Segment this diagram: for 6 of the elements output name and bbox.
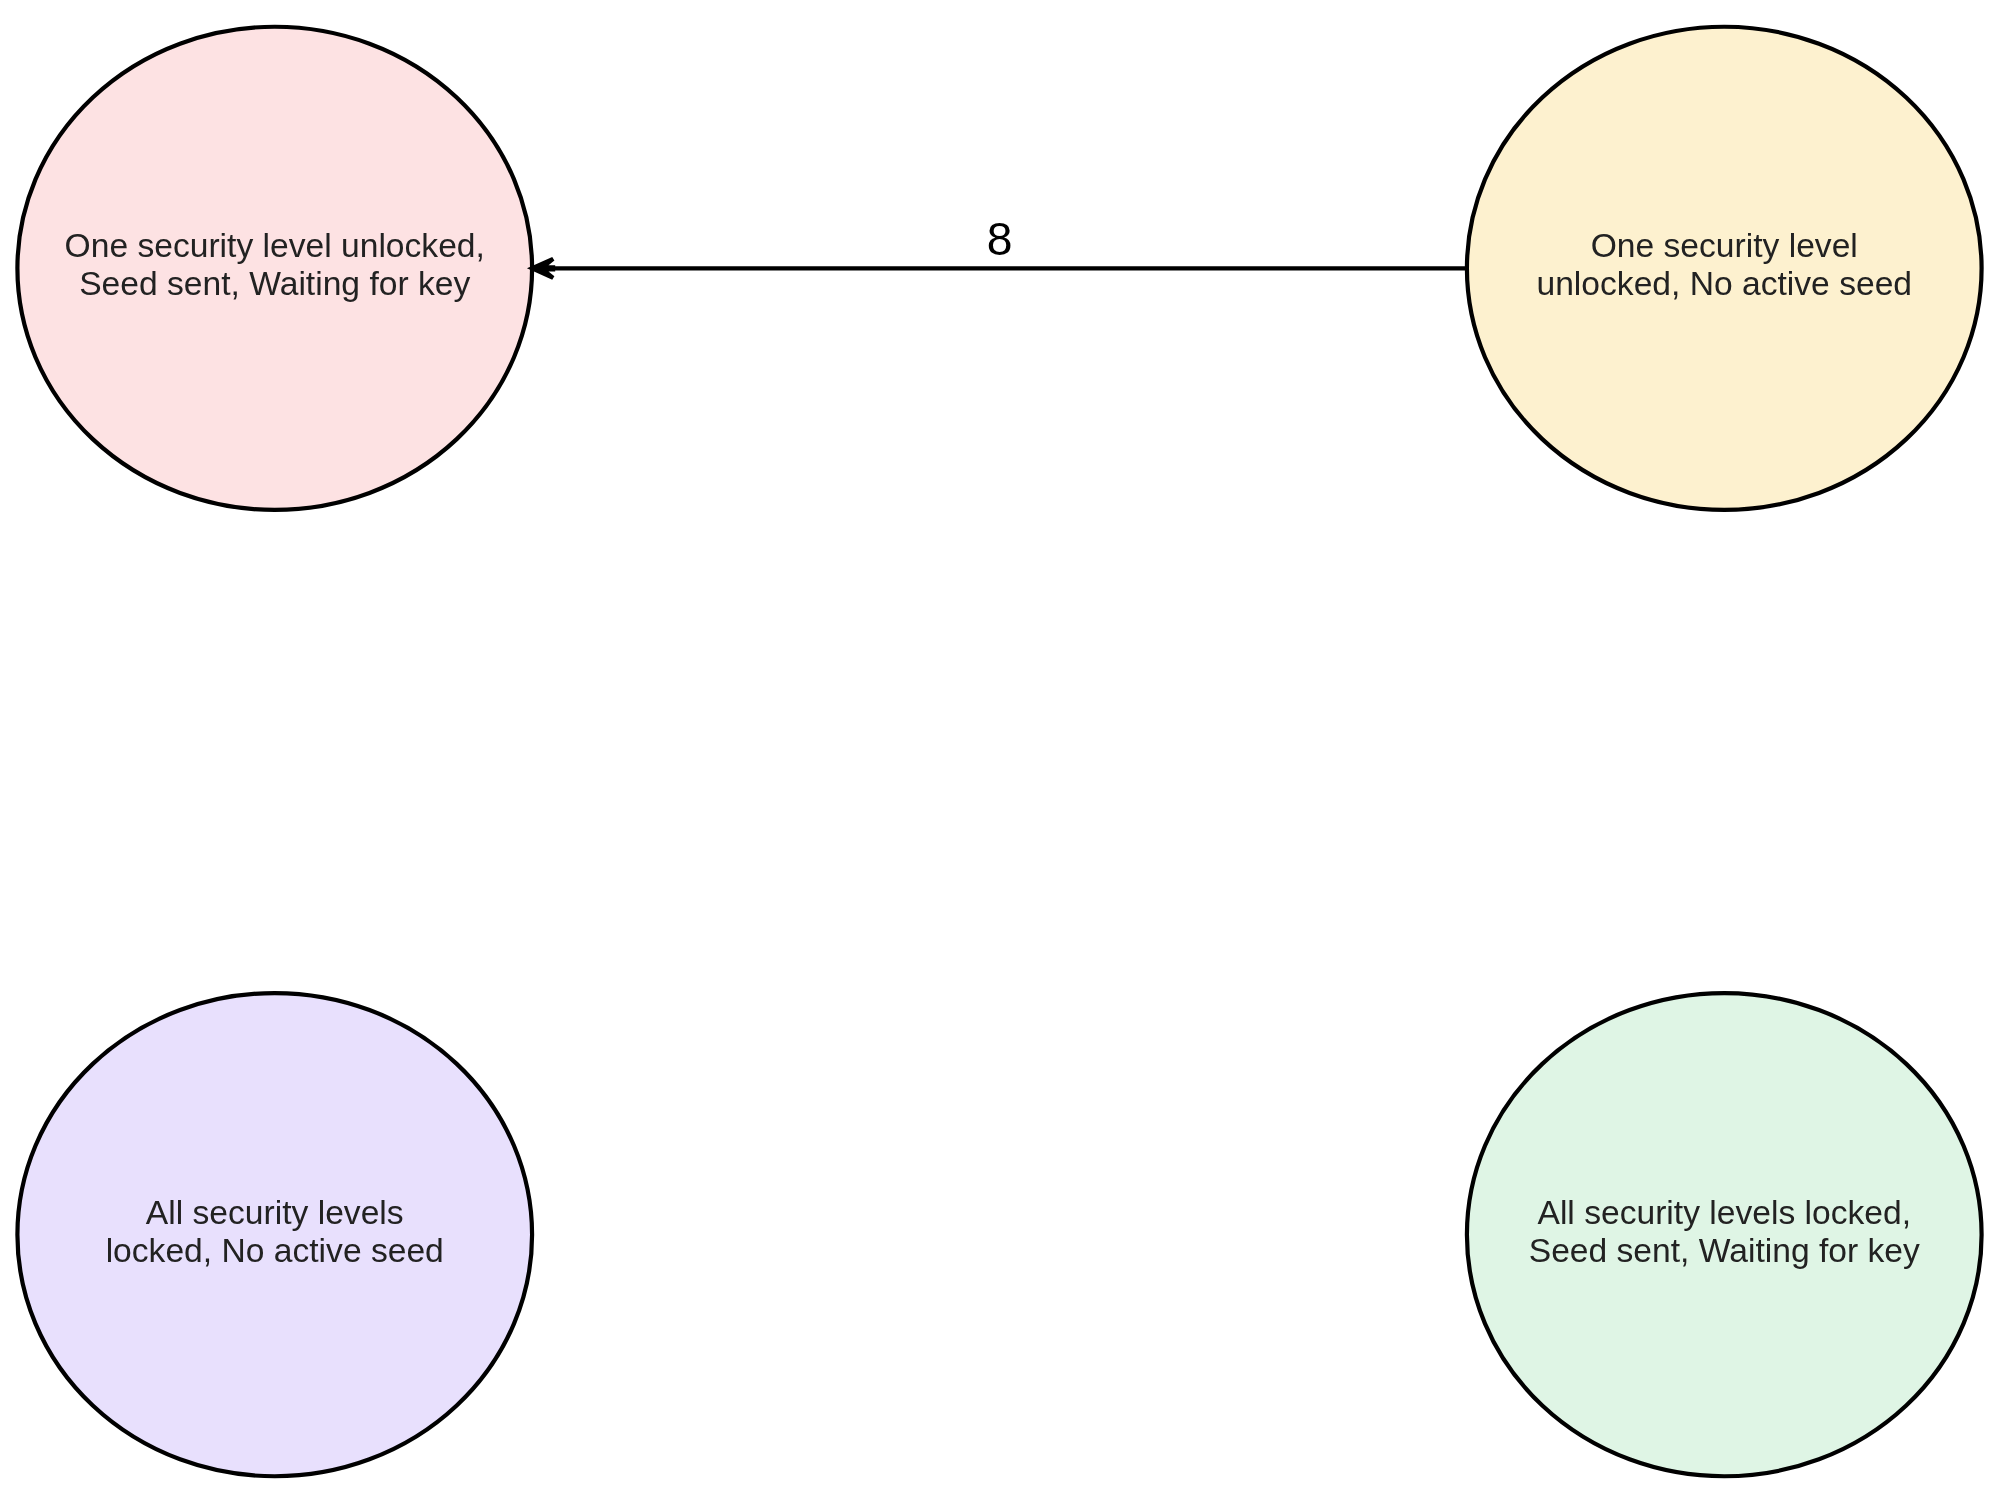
edge-label: 8: [986, 212, 1012, 265]
arrow: [529, 256, 1466, 280]
node-circle: One security level unlocked, Seed sent, Waiting for key: [14, 24, 534, 512]
node-circle: All security levels locked, Seed sent, Waiting for key: [1464, 990, 1984, 1478]
node-circle: One security level unlocked, No active seed: [1464, 24, 1984, 512]
node-circle: All security levels locked, No active seed: [14, 990, 534, 1478]
